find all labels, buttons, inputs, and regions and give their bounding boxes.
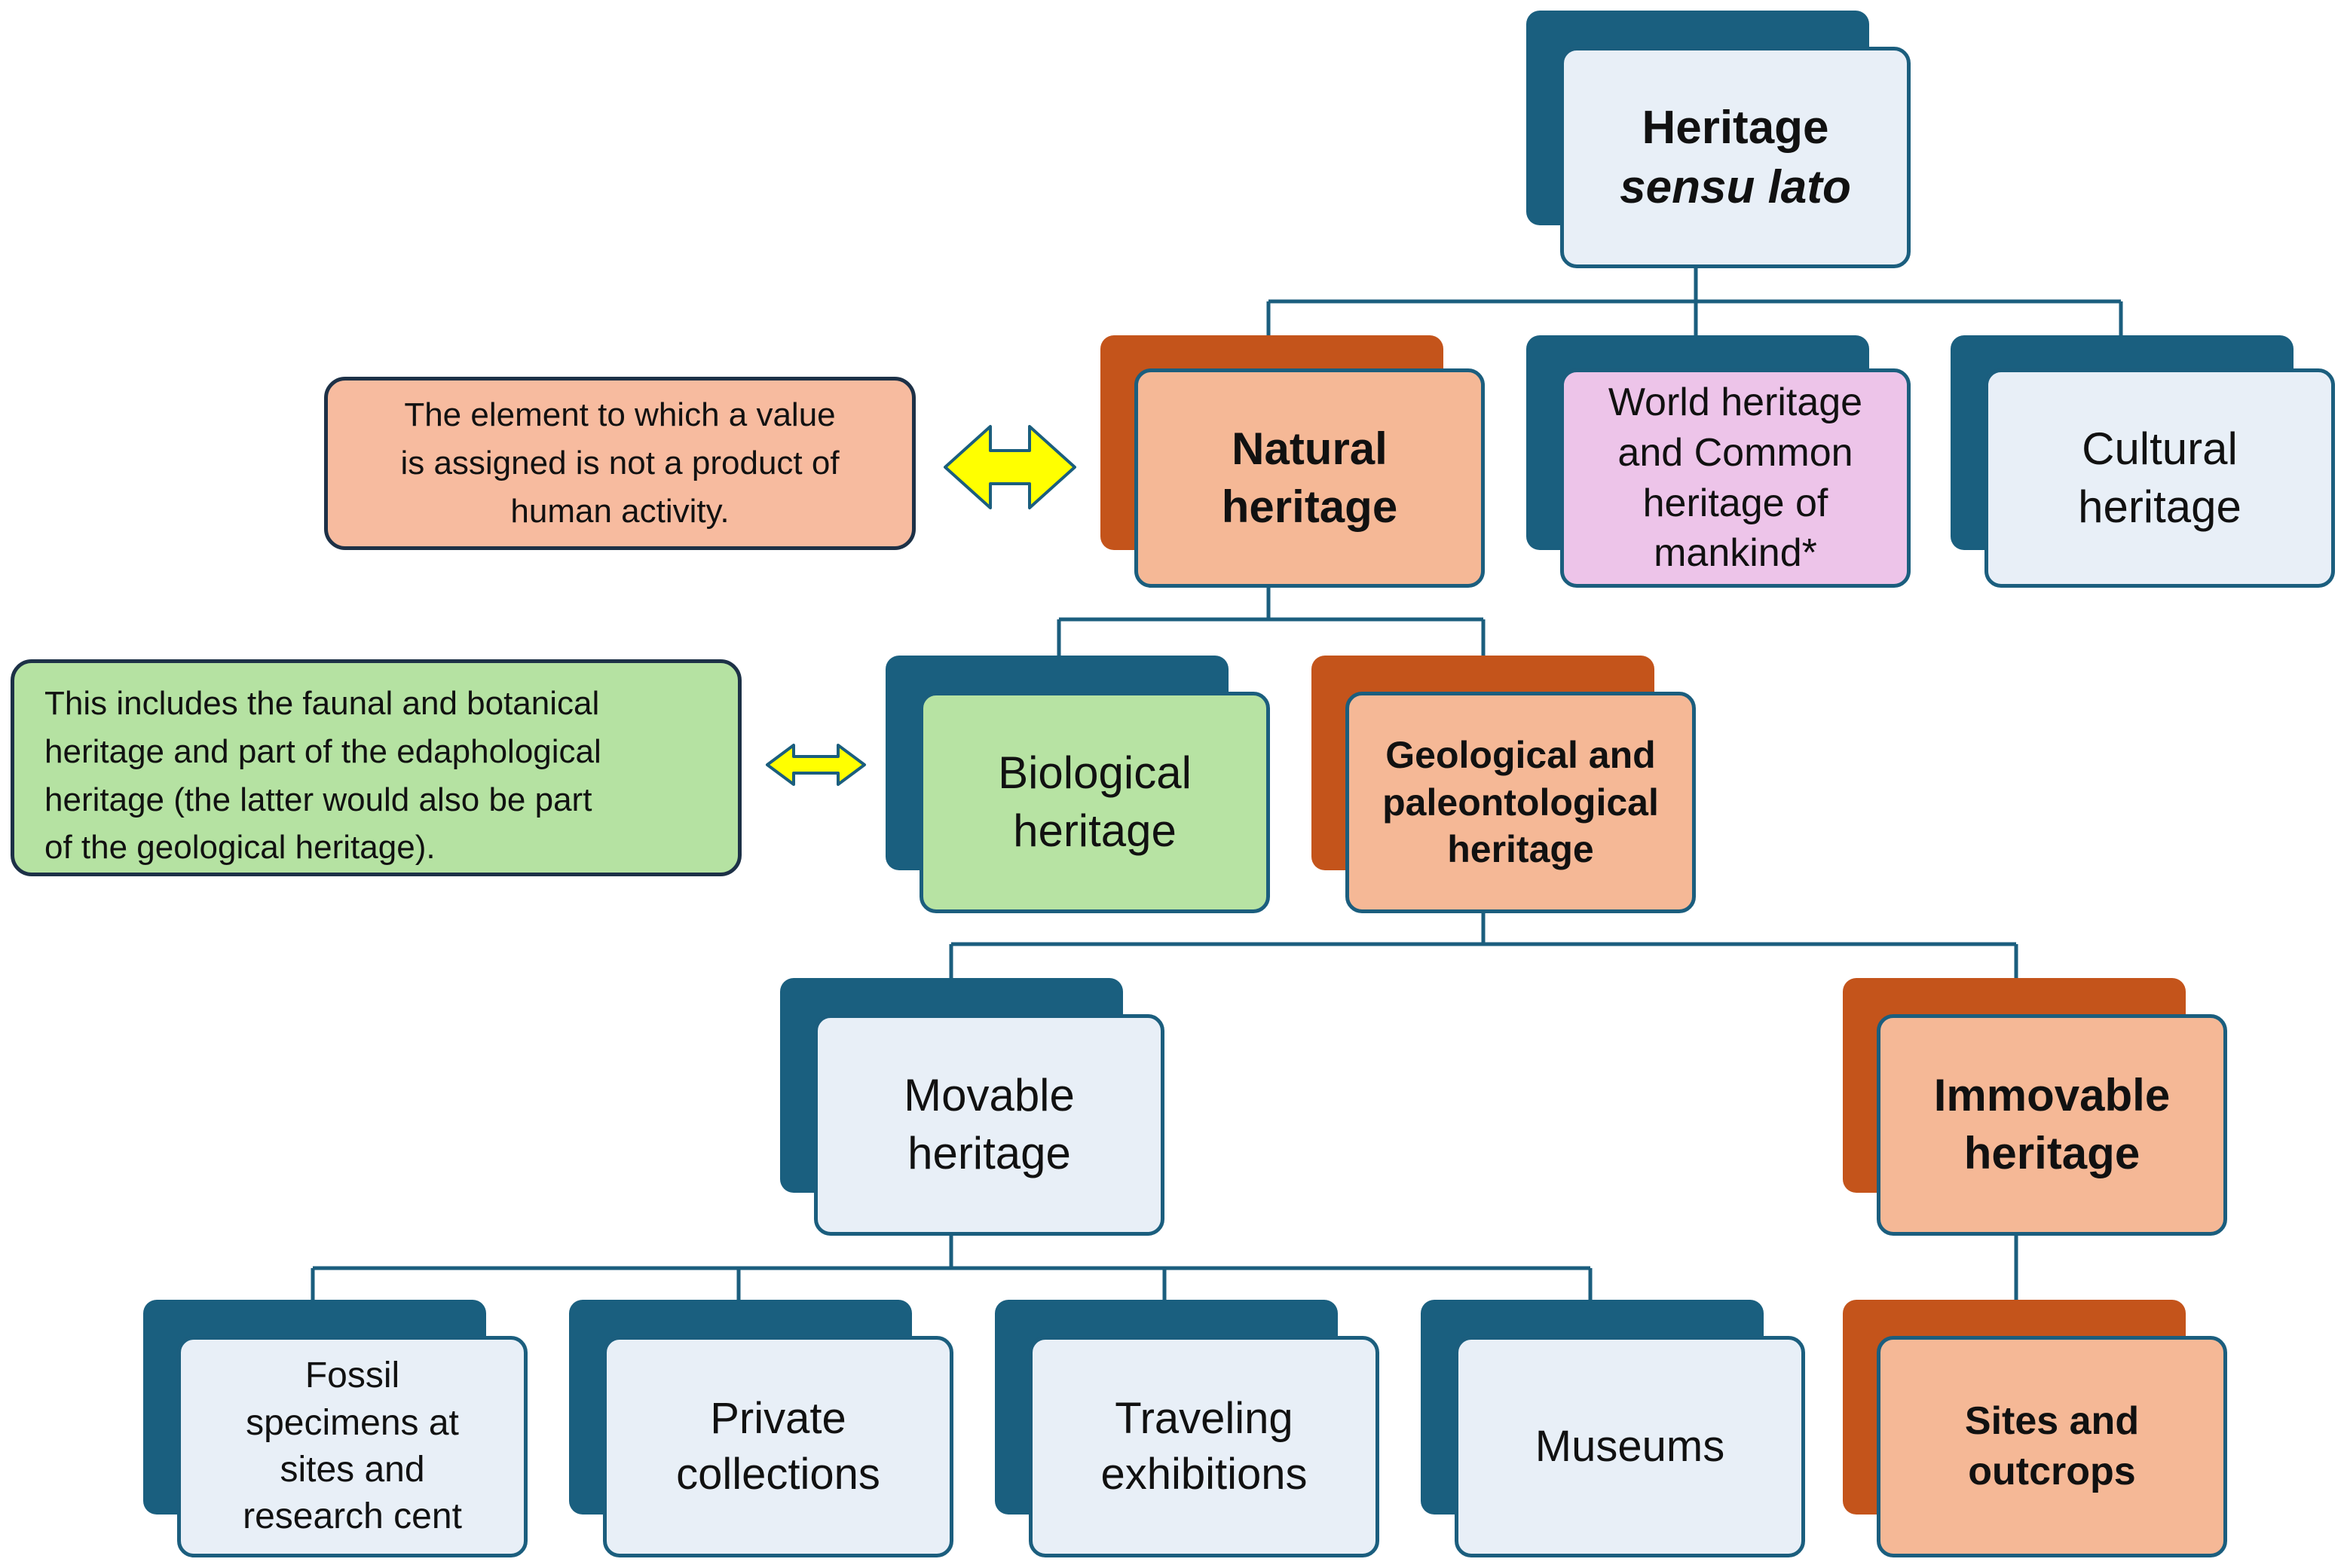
note-natural-definition: The element to which a value is assigned… [324,377,916,550]
node-natural-heritage: Natural heritage [1100,335,1485,588]
node-geological-paleontological-heritage: Geological and paleontological heritage [1311,656,1696,913]
node-heritage-sensu-lato: Heritage sensu lato [1526,11,1911,268]
node-world-heritage: World heritage and Common heritage of ma… [1526,335,1911,588]
node-card: Movable heritage [814,1014,1164,1236]
node-card: World heritage and Common heritage of ma… [1560,368,1911,588]
node-label: Cultural heritage [2078,423,2241,532]
node-label: Biological heritage [998,747,1192,856]
node-card: Natural heritage [1134,368,1485,588]
node-card: Immovable heritage [1877,1014,2227,1236]
node-fossil-specimens: Fossil specimens at sites and research c… [143,1300,528,1557]
node-cultural-heritage: Cultural heritage [1951,335,2335,588]
node-label: Private collections [676,1393,880,1499]
node-card: Traveling exhibitions [1029,1336,1379,1557]
node-movable-heritage: Movable heritage [780,978,1164,1236]
double-headed-arrow-icon [766,744,866,786]
node-label: Traveling exhibitions [1100,1393,1308,1499]
node-card: Geological and paleontological heritage [1345,692,1696,913]
node-card: Heritage sensu lato [1560,47,1911,268]
node-card: Cultural heritage [1984,368,2335,588]
node-label: Immovable heritage [1933,1070,2171,1178]
node-label: Sites and outcrops [1964,1399,2140,1493]
node-traveling-exhibitions: Traveling exhibitions [995,1300,1379,1557]
note-text: This includes the faunal and botanical h… [44,685,601,867]
node-museums: Museums [1421,1300,1805,1557]
node-private-collections: Private collections [569,1300,953,1557]
node-card: Fossil specimens at sites and research c… [177,1336,528,1557]
node-label: Fossil specimens at sites and research c… [243,1356,462,1537]
node-label-line1: Heritage [1642,101,1829,154]
note-biological-definition: This includes the faunal and botanical h… [11,659,742,876]
node-card: Biological heritage [920,692,1270,913]
node-card: Private collections [603,1336,953,1557]
double-headed-arrow-icon [944,425,1076,509]
node-label: Movable heritage [904,1070,1075,1178]
node-label-line2: sensu lato [1620,161,1851,213]
node-card: Museums [1455,1336,1805,1557]
node-label: Geological and paleontological heritage [1382,734,1659,871]
node-label: Museums [1535,1421,1725,1471]
node-label: World heritage and Common heritage of ma… [1608,381,1863,576]
node-biological-heritage: Biological heritage [886,656,1270,913]
note-text: The element to which a value is assigned… [400,396,840,530]
node-label: Natural heritage [1221,423,1398,532]
node-sites-and-outcrops: Sites and outcrops [1843,1300,2227,1557]
node-card: Sites and outcrops [1877,1336,2227,1557]
node-immovable-heritage: Immovable heritage [1843,978,2227,1236]
